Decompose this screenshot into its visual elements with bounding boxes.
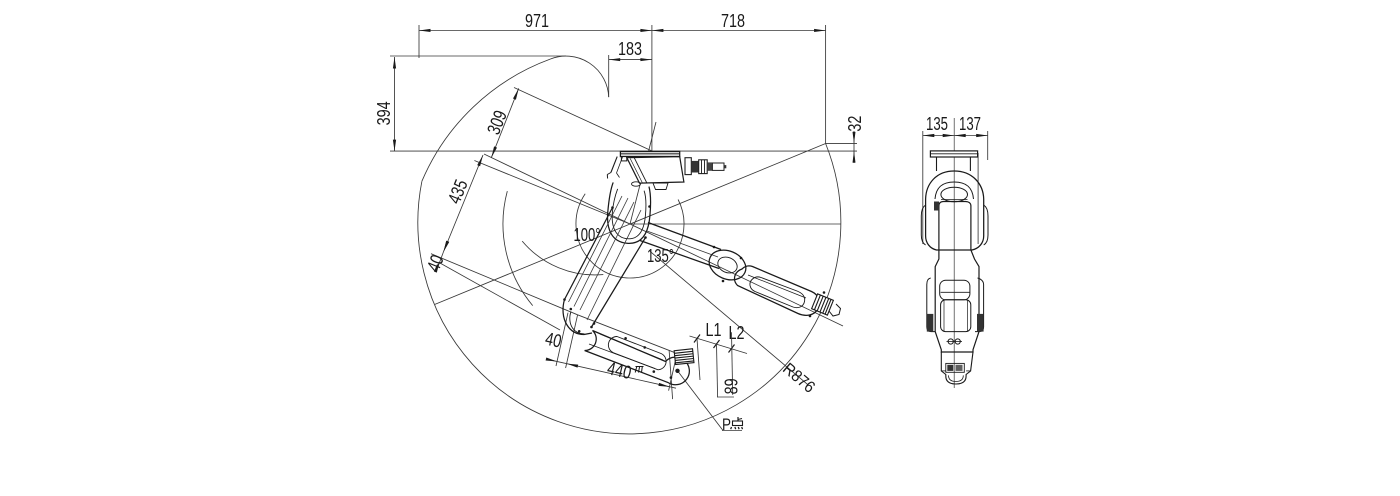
- svg-text:40: 40: [543, 328, 563, 352]
- svg-text:L2: L2: [729, 322, 745, 343]
- svg-text:32: 32: [844, 116, 865, 132]
- svg-text:89: 89: [721, 378, 742, 394]
- svg-text:183: 183: [618, 38, 642, 59]
- svg-text:100°: 100°: [574, 224, 601, 245]
- svg-text:40: 40: [422, 252, 447, 275]
- svg-text:L1: L1: [706, 319, 722, 340]
- svg-text:718: 718: [721, 10, 745, 31]
- svg-text:394: 394: [373, 101, 394, 125]
- svg-text:P: P: [722, 415, 731, 434]
- svg-text:137: 137: [959, 113, 981, 134]
- svg-text:135: 135: [926, 113, 948, 134]
- svg-text:440: 440: [605, 357, 633, 383]
- svg-text:971: 971: [525, 10, 549, 31]
